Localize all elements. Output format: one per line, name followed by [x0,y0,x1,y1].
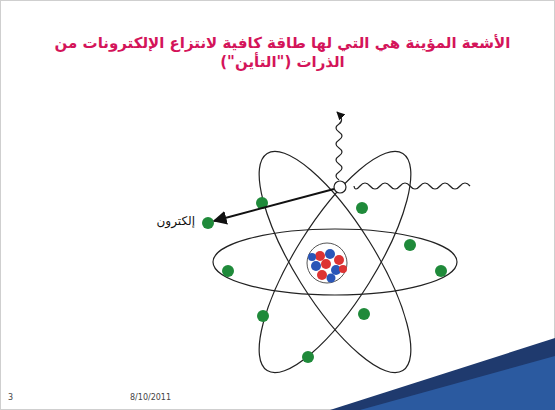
nucleus [307,243,347,283]
outgoing-photon [336,112,342,180]
incoming-photon [354,183,470,189]
electrons [202,197,447,363]
slide-number: 3 [8,393,13,402]
orbits [213,132,457,391]
slide-title: الأشعة المؤينة هي التي لها طاقة كافية لا… [30,34,535,72]
footer-date: 8/10/2011 [130,393,171,402]
slide-swoosh [360,356,555,410]
electron-label: إلكترون [157,214,195,228]
ejection-arrow [214,189,334,221]
ejected-electron [334,181,346,193]
slide-swoosh [330,338,555,410]
